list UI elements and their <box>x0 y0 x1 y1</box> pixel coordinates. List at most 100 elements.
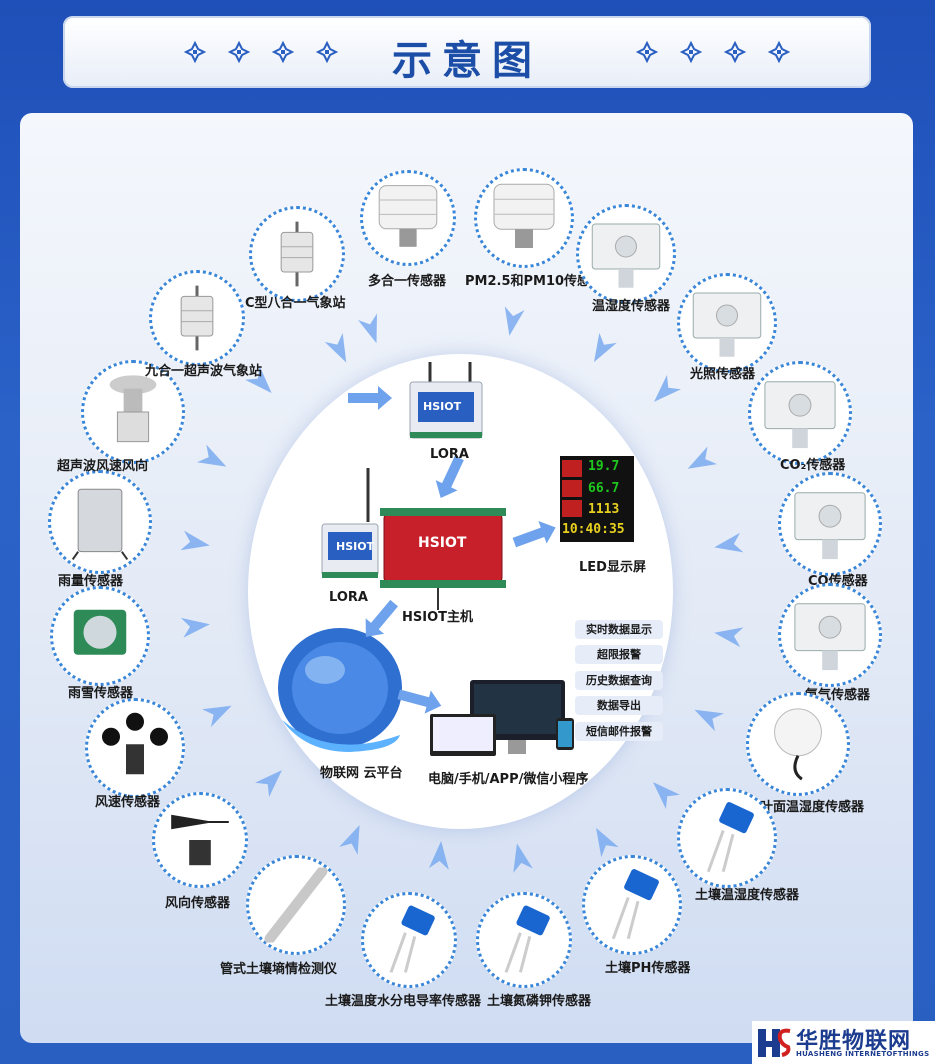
sensor-ring-frame <box>149 270 245 366</box>
flow-arrow-icon <box>358 313 377 344</box>
box-sensor-icon <box>794 492 866 560</box>
flow-arrow-icon <box>714 532 744 553</box>
device-brand: HSIOT <box>336 540 375 553</box>
title-banner: 示意图 <box>63 16 871 88</box>
brand-name: 华胜物联网 <box>796 1029 912 1054</box>
weather-station-icon <box>280 221 314 287</box>
sensor-ring-frame <box>85 698 185 798</box>
flow-arrow-icon <box>653 782 680 809</box>
soil-probe-icon <box>504 905 550 973</box>
flow-arrow-icon <box>339 825 360 855</box>
lora-module-icon <box>321 468 379 578</box>
sensor-label: 土壤温湿度传感器 <box>695 888 800 903</box>
hs-logo-icon <box>758 1028 791 1057</box>
flow-arrow-icon <box>324 333 347 363</box>
computer-monitor-icon <box>430 680 574 756</box>
flow-arrow-icon <box>435 455 464 498</box>
sensor-label: 雨雪传感器 <box>68 686 134 701</box>
flow-arrow-icon <box>245 365 272 394</box>
louver-sensor-icon <box>378 185 438 247</box>
ultrasonic-icon <box>109 375 157 443</box>
flow-arrow-icon <box>180 617 210 638</box>
sensor-ring-frame <box>677 273 777 373</box>
sensor-ring-frame <box>778 583 882 687</box>
flow-arrow-icon <box>513 843 533 873</box>
sensor-label: 九合一超声波气象站 <box>145 364 263 379</box>
feature-item: 实时数据显示 <box>575 620 663 639</box>
sensor-label: 温湿度传感器 <box>592 299 671 314</box>
cloud-globe-icon <box>278 628 402 752</box>
box-sensor-icon <box>764 381 836 449</box>
led-value: 10:40:35 <box>562 522 625 537</box>
sensor-ring-frame <box>746 692 850 796</box>
page-title: 示意图 <box>392 38 542 84</box>
diamond-decoration-icon <box>183 40 339 64</box>
sensor-ring-frame <box>249 206 345 302</box>
sensor-ring-frame <box>360 170 456 266</box>
sensor-label: CO₂传感器 <box>780 458 846 473</box>
flow-arrow-icon <box>694 709 725 732</box>
sensor-label: PM2.5和PM10传感器 <box>465 274 604 289</box>
flow-arrow-icon <box>255 770 282 797</box>
sensor-label: 风向传感器 <box>165 896 231 911</box>
brand-logo: 华胜物联网 HUASHENG INTERNETOFTHINGS <box>752 1021 935 1064</box>
feature-item: 短信邮件报警 <box>575 722 663 741</box>
sensor-label: 光照传感器 <box>690 367 756 382</box>
louver-sensor-icon <box>493 183 555 248</box>
soil-probe-icon <box>389 905 435 973</box>
rain-gauge-icon <box>71 488 129 561</box>
feature-item: 数据导出 <box>575 696 663 715</box>
flow-arrow-icon <box>714 627 744 648</box>
flow-arrow-icon <box>504 306 525 336</box>
anemometer-icon <box>102 712 168 775</box>
sensor-ring-frame <box>50 586 150 686</box>
flow-arrow-icon <box>428 841 449 870</box>
flow-arrow-icon <box>180 530 210 551</box>
device-brand: HSIOT <box>418 535 467 551</box>
sensor-ring-frame <box>48 470 152 574</box>
flow-arrow-icon <box>196 444 227 467</box>
sensor-ring-frame <box>576 204 676 304</box>
sensor-ring-frame <box>778 472 882 576</box>
flow-arrow-icon <box>596 827 619 858</box>
sensor-label: 风速传感器 <box>95 795 161 810</box>
sensor-ring-frame <box>81 360 185 464</box>
hsiot-host-icon <box>380 508 506 610</box>
feature-item: 超限报警 <box>575 645 663 664</box>
flow-arrow-icon <box>512 520 556 548</box>
sensor-label: 管式土壤墒情检测仪 <box>220 962 338 977</box>
flow-arrow-icon <box>687 446 718 469</box>
soil-probe-icon <box>706 802 754 873</box>
lora-module-icon <box>409 362 483 439</box>
host-label: HSIOT主机 <box>402 610 473 625</box>
feature-item: 历史数据查询 <box>575 671 663 690</box>
rain-snow-icon <box>73 609 127 655</box>
tube-probe-icon <box>264 867 328 943</box>
cloud-label: 物联网 云平台 <box>320 766 403 781</box>
leaf-sensor-icon <box>774 708 822 781</box>
lora-left-label: LORA <box>329 590 368 605</box>
soil-probe-icon <box>611 869 659 940</box>
sensor-label: 土壤氮磷钾传感器 <box>487 994 592 1009</box>
sensor-ring-frame <box>677 788 777 888</box>
box-sensor-icon <box>692 292 762 357</box>
sensor-label: 超声波风速风向 <box>57 459 149 474</box>
diamond-decoration-icon <box>635 40 791 64</box>
flow-arrow-icon <box>397 689 442 714</box>
weather-station-icon <box>180 285 214 351</box>
sensor-ring-frame <box>476 892 572 988</box>
sensor-ring-frame <box>152 792 248 888</box>
box-sensor-icon <box>794 603 866 671</box>
led-screen-icon <box>560 456 634 542</box>
led-value: 19.7 <box>588 459 620 474</box>
wind-vane-icon <box>171 814 229 866</box>
sensor-label: C型八合一气象站 <box>245 296 346 311</box>
sensor-label: 土壤温度水分电导率传感器 <box>325 994 482 1009</box>
sensor-label: 雨量传感器 <box>58 574 124 589</box>
sensor-ring-frame <box>748 361 852 465</box>
sensor-ring-frame <box>582 855 682 955</box>
terminal-label: 电脑/手机/APP/微信小程序 <box>428 772 589 787</box>
sensor-label: 土壤PH传感器 <box>605 961 691 976</box>
